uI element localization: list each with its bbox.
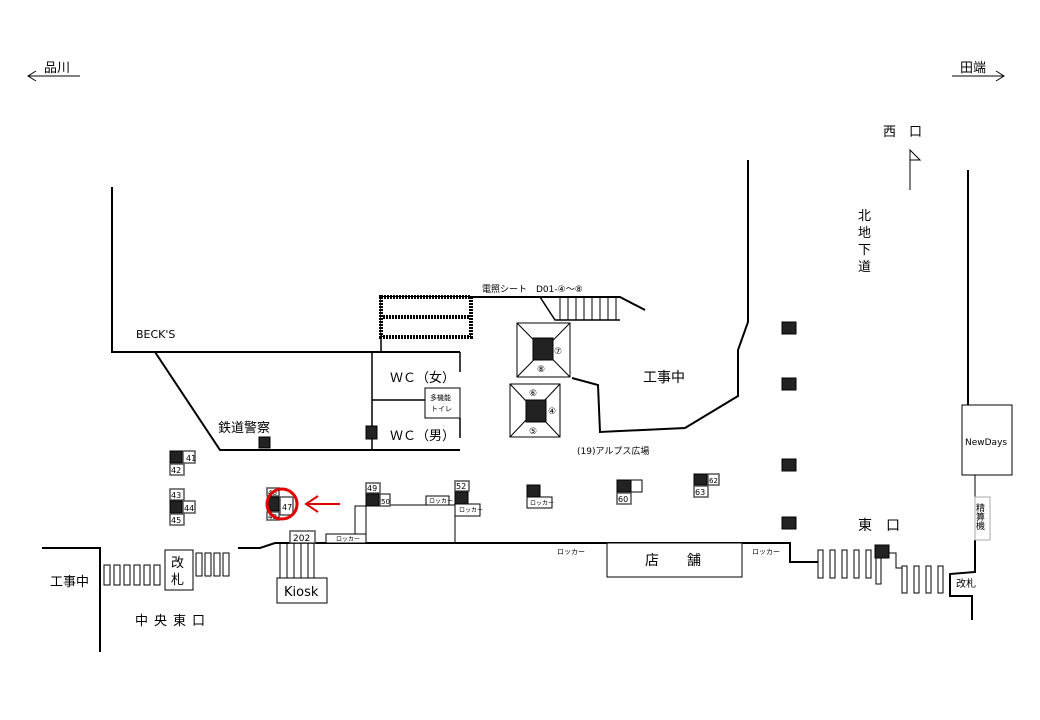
spot-number: 45 xyxy=(171,516,181,525)
spot-number: 60 xyxy=(618,495,628,504)
wc-women-label: ＷＣ（女） xyxy=(390,370,455,386)
west-exit-arrow-icon xyxy=(909,148,922,190)
kiosk-stairs xyxy=(279,543,315,578)
locker-label: ロッカー xyxy=(530,500,554,507)
spot-62-63[interactable]: 62 63 xyxy=(693,473,720,498)
locker-label: ロッカー xyxy=(557,548,585,556)
gate-left-label: 改 xyxy=(171,556,184,571)
gate-left-box xyxy=(164,549,194,591)
spot-number: 50 xyxy=(381,498,390,506)
stairs-left xyxy=(379,295,473,339)
construction-left-label: 工事中 xyxy=(50,575,89,590)
escalator-mark: ④ xyxy=(548,407,556,417)
kiosk-label: Kiosk xyxy=(284,585,319,600)
multi-toilet-label: トイレ xyxy=(431,405,452,413)
spot-number: 42 xyxy=(171,466,181,475)
spot-number: 43 xyxy=(171,491,181,500)
spot-49-50[interactable]: 49 50 xyxy=(365,482,391,507)
spot-number: 47 xyxy=(282,503,292,512)
spot-number: 52 xyxy=(456,482,466,491)
spot-43-45[interactable]: 43 44 45 xyxy=(169,488,196,526)
escalator-upper: ⑦ ⑧ xyxy=(516,322,571,378)
spot-41-42[interactable]: 41 42 xyxy=(169,450,196,476)
alps-plaza-label: (19)アルプス広場 xyxy=(577,445,649,457)
escalator-lower: ⑥ ④ ⑤ xyxy=(509,383,561,438)
stairs-right xyxy=(539,296,620,321)
multi-toilet-box xyxy=(424,387,461,419)
ticket-gates-right xyxy=(817,549,944,594)
spot-number: 63 xyxy=(695,488,705,497)
escalator-mark: ⑥ xyxy=(529,389,537,399)
newdays-box xyxy=(961,404,1013,476)
fare-adjust-label: 精算機 xyxy=(974,502,985,531)
wc-men-label: ＷＣ（男） xyxy=(390,429,455,444)
spot-number: 62 xyxy=(709,477,718,485)
east-exit-label: 東 口 xyxy=(858,518,900,534)
spot-number: 49 xyxy=(367,484,377,493)
signage-spot xyxy=(526,484,541,498)
multi-toilet-label: 多機能 xyxy=(430,393,451,402)
char: 地 xyxy=(858,226,871,241)
spot-52[interactable]: 52 xyxy=(454,480,470,505)
gate-left-label: 札 xyxy=(171,573,184,588)
kiosk-box xyxy=(276,577,328,604)
spot-number: 44 xyxy=(184,504,194,513)
fare-adjust-box xyxy=(974,496,991,541)
escalator-mark: ⑦ xyxy=(554,347,562,357)
signage-label: 電照シート D01-④～⑧ xyxy=(482,284,583,295)
char: 北 xyxy=(858,209,871,224)
newdays-label: NewDays xyxy=(965,438,1007,448)
shop-box xyxy=(606,542,743,578)
shop-label: 店 舗 xyxy=(645,553,701,569)
locker-label: ロッカー xyxy=(752,548,780,556)
locker-label: ロッカー xyxy=(336,536,360,543)
signage-spot xyxy=(874,544,890,559)
signage-spot xyxy=(258,436,271,449)
west-exit-label: 西 口 xyxy=(883,125,922,140)
lockers: ロッカー ロッカー ロッカー ロッカー ロッカー ロッカー xyxy=(325,495,780,556)
char: 下 xyxy=(858,243,871,258)
gate-right-label: 改札 xyxy=(956,577,976,590)
spot-202[interactable]: 202 xyxy=(289,530,316,544)
direction-right-label: 田端 xyxy=(960,61,986,76)
signage-spots-right xyxy=(781,321,797,530)
escalator-mark: ⑧ xyxy=(537,365,545,375)
highlight-marker xyxy=(265,487,340,521)
ticket-gates-left xyxy=(103,552,230,586)
locker-label: ロッカー xyxy=(429,498,453,505)
signage-spot xyxy=(365,425,378,440)
spot-60[interactable]: 60 xyxy=(616,479,643,505)
north-underpass-label: 北 地 下 道 xyxy=(858,209,871,275)
central-east-exit-label: 中央東口 xyxy=(135,613,211,629)
railway-police-label: 鉄道警察 xyxy=(218,420,270,436)
direction-tabata: 田端 xyxy=(952,61,1005,82)
escalator-mark: ⑤ xyxy=(529,427,537,437)
locker-label: ロッカー xyxy=(459,507,483,514)
direction-left-label: 品川 xyxy=(44,61,70,76)
char: 道 xyxy=(858,260,871,275)
spot-number: 41 xyxy=(186,454,196,463)
construction-label: 工事中 xyxy=(643,370,685,386)
spot-number: 202 xyxy=(293,534,310,544)
becks-label: BECK'S xyxy=(136,328,175,341)
direction-shinagawa: 品川 xyxy=(27,61,80,82)
